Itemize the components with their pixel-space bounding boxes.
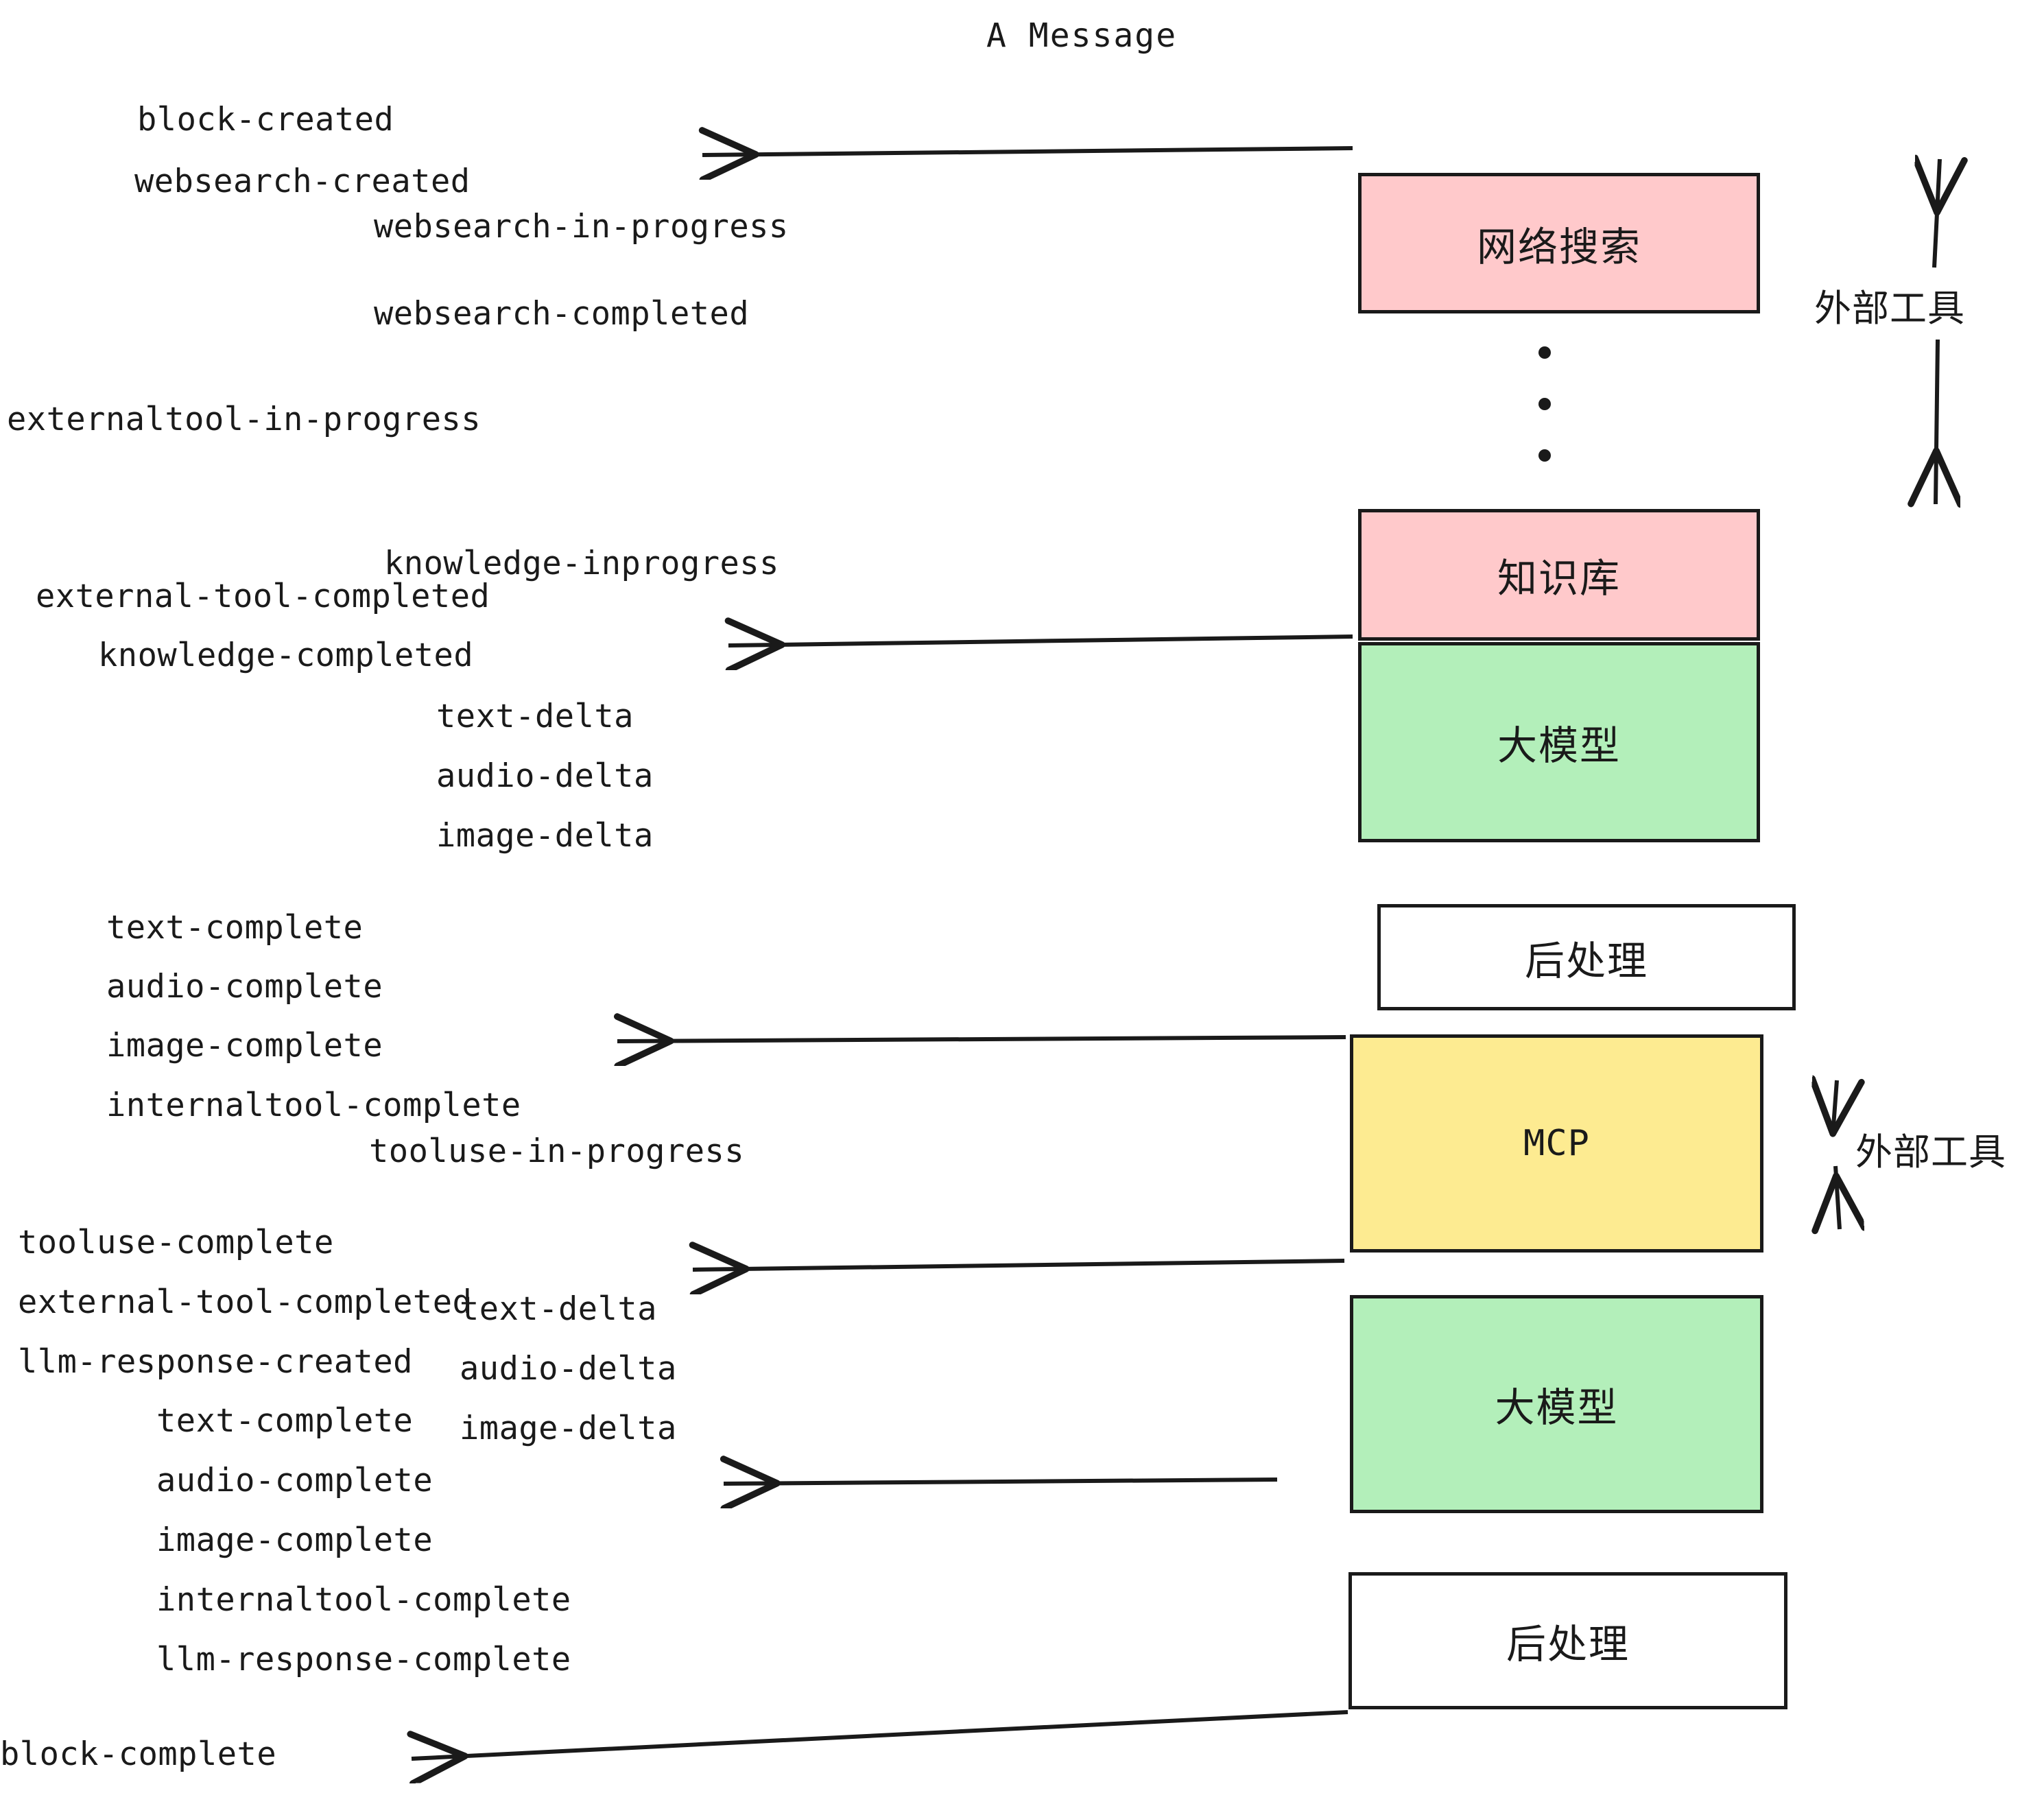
ellipsis-dot-2 xyxy=(1538,398,1551,410)
event-label-websearch-in-progress: websearch-in-progress xyxy=(374,208,789,246)
node-mcp[interactable]: MCP xyxy=(1350,1034,1763,1253)
event-label-text-complete-2: text-complete xyxy=(156,1402,414,1440)
arrow-postprocess-2-to-block-complete xyxy=(412,1710,1348,1759)
event-label-websearch-created: websearch-created xyxy=(134,163,471,200)
event-label-audio-delta-2: audio-delta xyxy=(460,1350,677,1388)
event-label-image-delta-1: image-delta xyxy=(436,817,654,855)
node-postprocess-1-label: 后处理 xyxy=(1524,937,1648,984)
node-mcp-label: MCP xyxy=(1523,1123,1590,1164)
event-label-text-delta-1: text-delta xyxy=(436,698,634,735)
event-label-llm-response-created: llm-response-created xyxy=(18,1343,413,1381)
event-label-audio-complete-2: audio-complete xyxy=(156,1462,433,1499)
event-label-websearch-completed: websearch-completed xyxy=(374,295,750,333)
side-label-external-tools-top: 外部工具 xyxy=(1814,287,1965,330)
event-label-knowledge-inprogress: knowledge-inprogress xyxy=(384,545,779,582)
arrow-postprocess-1-to-image-complete xyxy=(617,1037,1346,1041)
event-label-knowledge-completed: knowledge-completed xyxy=(98,637,474,674)
ellipsis-dot-3 xyxy=(1538,449,1551,462)
node-postprocess-1[interactable]: 后处理 xyxy=(1377,904,1796,1010)
event-label-block-complete: block-complete xyxy=(0,1735,277,1773)
event-label-external-tool-completed-1: external-tool-completed xyxy=(36,578,490,615)
node-llm-2-label: 大模型 xyxy=(1495,1384,1619,1431)
arrow-external-tools-top-down xyxy=(1936,339,1938,504)
arrow-websearch-to-block-created xyxy=(702,148,1353,155)
event-label-image-complete-1: image-complete xyxy=(106,1027,383,1065)
side-label-external-tools-bottom: 外部工具 xyxy=(1855,1130,2006,1174)
event-label-externaltool-in-progress: externaltool-in-progress xyxy=(7,401,482,438)
node-postprocess-2-label: 后处理 xyxy=(1506,1621,1630,1667)
node-llm-1[interactable]: 大模型 xyxy=(1358,642,1760,842)
ellipsis-dot-1 xyxy=(1538,346,1551,359)
event-label-internaltool-complete-1: internaltool-complete xyxy=(106,1087,521,1124)
node-knowledge[interactable]: 知识库 xyxy=(1358,509,1760,641)
event-label-tooluse-in-progress: tooluse-in-progress xyxy=(369,1132,745,1170)
event-label-text-complete-1: text-complete xyxy=(106,909,364,947)
event-label-text-delta-2: text-delta xyxy=(460,1290,657,1328)
arrow-knowledge-to-knowledge-completed xyxy=(728,637,1353,645)
node-postprocess-2[interactable]: 后处理 xyxy=(1348,1572,1787,1709)
arrow-external-tools-bottom-down xyxy=(1835,1165,1840,1229)
arrow-mcp-to-tooluse-complete xyxy=(693,1261,1345,1270)
node-llm-1-label: 大模型 xyxy=(1497,722,1621,769)
event-label-internaltool-complete-2: internaltool-complete xyxy=(156,1581,571,1619)
event-label-tooluse-complete: tooluse-complete xyxy=(18,1224,334,1261)
node-websearch[interactable]: 网络搜索 xyxy=(1358,173,1760,313)
event-label-image-complete-2: image-complete xyxy=(156,1521,433,1559)
arrow-external-tools-bottom-up xyxy=(1833,1080,1837,1135)
event-label-external-tool-completed-2: external-tool-completed xyxy=(18,1283,473,1321)
node-websearch-label: 网络搜索 xyxy=(1476,223,1641,270)
node-knowledge-label: 知识库 xyxy=(1497,555,1621,602)
event-label-audio-delta-1: audio-delta xyxy=(436,757,654,795)
event-label-block-created: block-created xyxy=(137,101,394,139)
event-label-image-delta-2: image-delta xyxy=(460,1410,677,1447)
node-llm-2[interactable]: 大模型 xyxy=(1350,1295,1763,1513)
event-label-audio-complete-1: audio-complete xyxy=(106,968,383,1006)
page-title: A Message xyxy=(986,16,1178,55)
arrow-external-tools-top-up xyxy=(1934,159,1940,268)
event-label-llm-response-complete: llm-response-complete xyxy=(156,1641,571,1678)
arrow-llm-2-to-audio-complete xyxy=(724,1480,1278,1484)
